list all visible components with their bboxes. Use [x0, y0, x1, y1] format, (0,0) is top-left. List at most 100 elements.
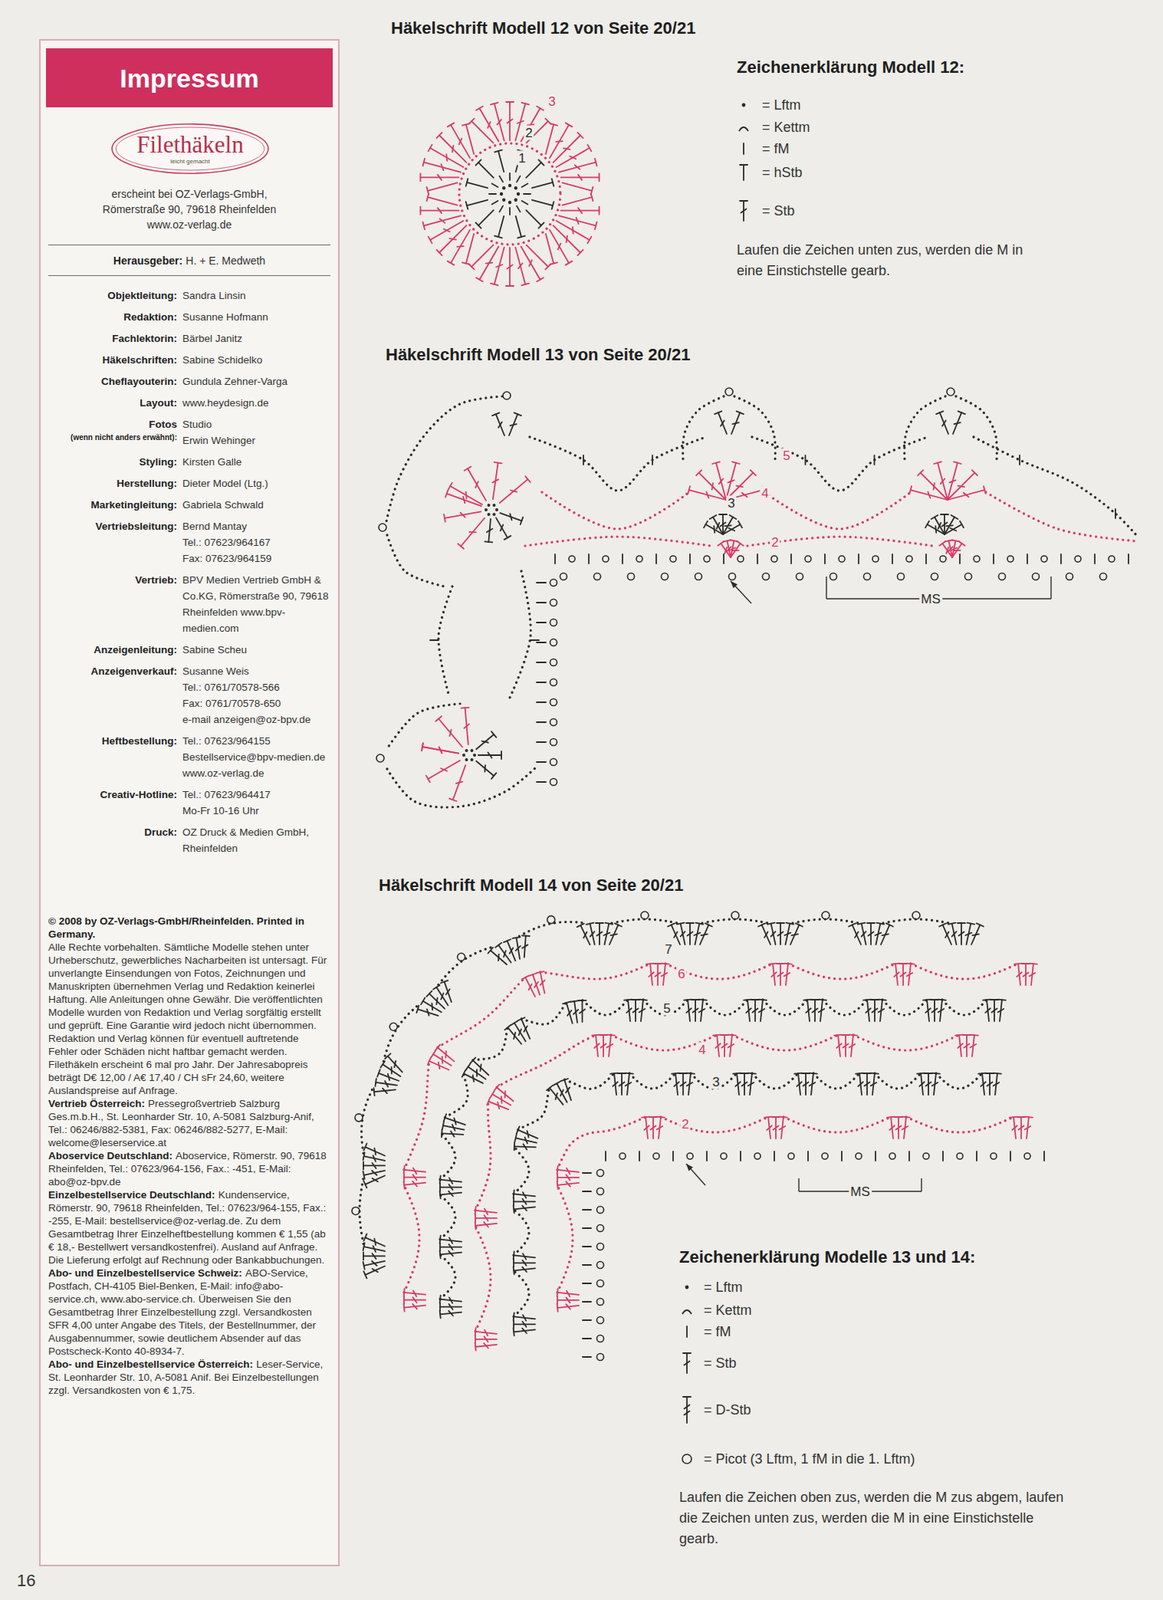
stitch-stem	[549, 124, 569, 158]
page-number: 16	[16, 1570, 36, 1591]
stitch-top	[362, 1251, 365, 1260]
stitch-bar	[610, 932, 617, 938]
legend-text: = Stb	[762, 202, 796, 220]
stitch-top	[475, 222, 481, 228]
bracket-line	[798, 1178, 799, 1192]
stitch-bar	[998, 1008, 1004, 1013]
chart-note: Laufen die Zeichen oben zus, werden die …	[679, 1487, 1071, 1550]
stitch-stem	[556, 220, 590, 240]
stitch-bar	[486, 528, 493, 533]
fm-symbol	[908, 1151, 911, 1161]
legend-text: = fM	[762, 140, 790, 158]
stitch-top	[739, 164, 748, 166]
stitch-bar	[766, 1125, 773, 1131]
stb-symbol	[978, 1073, 989, 1096]
stb-symbol	[440, 1243, 462, 1252]
imprint-text: Bestellservice@bpv-medien.de	[182, 749, 331, 766]
stb-symbol	[624, 999, 635, 1022]
chain-dot	[685, 1285, 690, 1290]
stb-symbol	[929, 1073, 940, 1096]
stitch-top	[490, 1090, 495, 1098]
stb-symbol	[691, 999, 700, 1022]
stitch-top	[594, 222, 598, 230]
stitch-bar	[523, 1137, 529, 1144]
stitch-top	[494, 236, 503, 239]
stb-symbol	[990, 999, 999, 1022]
stitch-stem	[521, 108, 541, 142]
stitch-top	[586, 923, 595, 925]
stitch-bar	[486, 259, 493, 267]
stitch-bar	[555, 243, 563, 250]
stitch-stem	[478, 210, 494, 226]
stitch-stem	[478, 162, 494, 178]
stitch-bar	[522, 1025, 529, 1032]
stb-symbol	[440, 1295, 463, 1306]
stitch-stem	[944, 524, 963, 535]
fm-symbol	[1114, 509, 1117, 519]
callout-number: MS	[848, 1184, 872, 1200]
stitch-top	[736, 410, 744, 414]
stitch-bar	[718, 479, 725, 485]
stitch-stem	[561, 197, 592, 205]
stitch-top	[362, 1161, 365, 1170]
stitch-stem	[430, 220, 464, 240]
stitch-top	[719, 513, 727, 516]
stb-symbol	[558, 212, 598, 230]
stitch-stem	[427, 197, 458, 205]
stitch-bar	[511, 1032, 519, 1039]
stitch-bar	[515, 946, 522, 951]
picot-symbol	[619, 1153, 626, 1160]
stitch-bar	[699, 1008, 705, 1013]
imprint-text: Herstellung:	[48, 475, 178, 492]
stb-symbol	[513, 1264, 536, 1275]
fm-symbol	[536, 601, 546, 604]
stitch-stem	[1094, 554, 1096, 564]
stitch-top	[909, 486, 912, 494]
stb-symbol	[803, 999, 814, 1022]
stitch-top	[525, 476, 530, 483]
picot-symbol	[703, 555, 710, 562]
stitch-top	[442, 1121, 444, 1130]
callout-number: 4	[759, 486, 770, 501]
stitch-bar	[469, 528, 477, 536]
stb-symbol	[377, 1069, 401, 1085]
stitch-bar	[440, 766, 447, 774]
stitch-top	[363, 1143, 367, 1150]
fm-symbol	[655, 554, 658, 564]
stitch-bar	[657, 1125, 663, 1131]
legend-row: = hStb	[762, 164, 803, 181]
picot-symbol	[771, 555, 778, 562]
stb-symbol	[420, 998, 444, 1016]
picot-symbol	[602, 555, 609, 562]
stitch-stem	[873, 455, 876, 465]
fm-symbol	[651, 455, 654, 465]
stitch-bar	[473, 481, 481, 488]
stitch-bar	[735, 482, 743, 490]
stitch-stem	[460, 518, 485, 547]
name-cell: www.heydesign.de	[182, 394, 331, 411]
fm-symbol	[638, 1151, 641, 1161]
stitch-stem	[582, 1190, 592, 1193]
stb-symbol	[948, 923, 961, 946]
stb-symbol	[426, 991, 447, 1012]
stb-symbol	[440, 1248, 463, 1259]
stitch-bar	[874, 931, 881, 937]
stb-symbol	[384, 1053, 405, 1075]
stb-symbol	[925, 521, 947, 539]
chain-line	[540, 963, 651, 980]
stitch-top	[577, 923, 585, 927]
fm-symbol	[756, 554, 759, 564]
stitch-stem	[773, 1151, 776, 1161]
chain-line	[734, 396, 776, 460]
stitch-top	[959, 521, 964, 529]
stitch-bar	[574, 164, 581, 171]
stitch-top	[848, 923, 856, 927]
stitch-bar	[508, 947, 515, 953]
picot-symbol	[821, 1153, 828, 1160]
stb-symbol	[936, 999, 947, 1022]
stitch-stem	[378, 1073, 399, 1081]
stitch-top	[570, 1000, 579, 1002]
fm-symbol	[536, 721, 546, 723]
stb-symbol	[440, 1308, 463, 1319]
chain-dot	[492, 512, 497, 516]
